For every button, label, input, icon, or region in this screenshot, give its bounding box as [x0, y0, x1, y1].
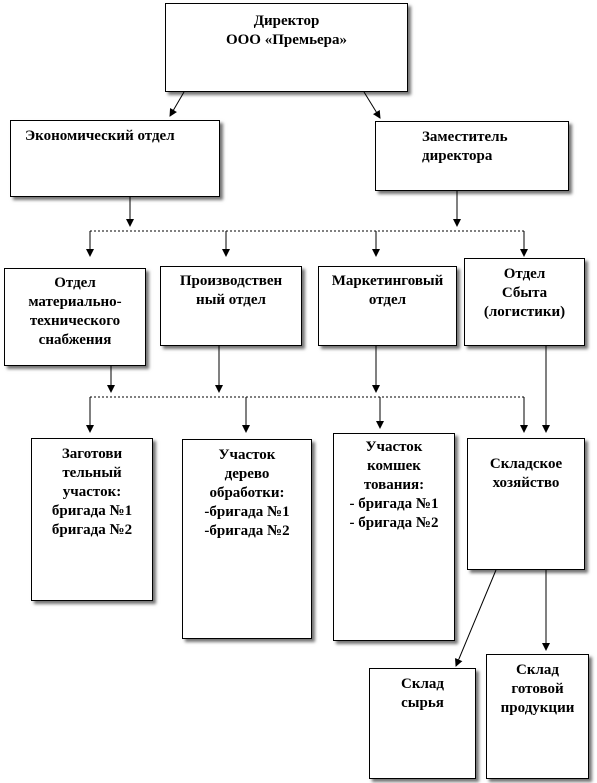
marketing-dept-box: Маркетинговый отдел	[318, 266, 457, 346]
procurement-site-line2: тельный	[62, 465, 122, 481]
finished-storage-box: Склад готовой продукции	[486, 654, 589, 779]
deputy-director-box: Заместитель директора	[375, 121, 569, 191]
sales-dept-box: Отдел Сбыта (логистики)	[464, 258, 585, 346]
raw-storage-box: Склад сырья	[369, 668, 476, 779]
procurement-site-line3: участок:	[62, 484, 122, 500]
bagging-site-brigade1: - бригада №1	[349, 496, 439, 512]
supply-dept-box: Отдел материально- технического снабжени…	[4, 268, 146, 366]
supply-dept-line1: Отдел	[54, 275, 96, 291]
woodworking-site-line2: дерево	[224, 466, 270, 482]
bagging-site-line1: Участок	[365, 439, 423, 455]
sales-dept-line3: (логистики)	[483, 304, 566, 320]
bagging-site-line2: комшек	[367, 458, 421, 474]
procurement-site-line1: Заготови	[61, 446, 123, 462]
supply-dept-line4: снабжения	[38, 332, 112, 348]
bagging-site-line3: тования:	[363, 477, 425, 493]
procurement-site-brigade1: бригада №1	[51, 503, 133, 519]
economic-dept-label: Экономический отдел	[25, 128, 175, 144]
arrow-warehouse-raw	[455, 569, 497, 667]
production-dept-box: Производствен ный отдел	[160, 266, 302, 346]
arrow-director-deputy	[363, 91, 381, 119]
marketing-dept-line1: Маркетинговый	[331, 273, 444, 289]
procurement-site-box: Заготови тельный участок: бригада №1 бри…	[31, 438, 153, 601]
marketing-dept-line2: отдел	[368, 292, 407, 308]
woodworking-site-box: Участок дерево обработки: -бригада №1 -б…	[182, 439, 312, 639]
director-company: ООО «Премьера»	[225, 32, 348, 48]
production-dept-line1: Производствен	[179, 273, 283, 289]
warehouse-box: Складское хозяйство	[467, 438, 585, 570]
arrow-director-economic	[169, 91, 185, 117]
warehouse-line1: Складское	[489, 456, 563, 472]
woodworking-site-line3: обработки:	[209, 485, 285, 501]
bagging-site-brigade2: - бригада №2	[349, 515, 439, 531]
deputy-director-line2: директора	[422, 148, 493, 164]
economic-dept-box: Экономический отдел	[10, 120, 220, 197]
sales-dept-line2: Сбыта	[501, 285, 548, 301]
supply-dept-line3: технического	[29, 313, 121, 329]
woodworking-site-brigade2: -бригада №2	[204, 523, 290, 539]
woodworking-site-brigade1: -бригада №1	[204, 504, 290, 520]
production-dept-line2: ный отдел	[196, 292, 266, 308]
finished-storage-line2: готовой	[511, 681, 564, 697]
director-title: Директор	[253, 13, 320, 29]
woodworking-site-line1: Участок	[218, 447, 276, 463]
raw-storage-line1: Склад	[401, 676, 444, 692]
finished-storage-line1: Склад	[516, 662, 559, 678]
director-box: Директор ООО «Премьера»	[165, 3, 408, 92]
finished-storage-line3: продукции	[500, 700, 575, 716]
warehouse-line2: хозяйство	[492, 475, 560, 491]
procurement-site-brigade2: бригада №2	[51, 522, 133, 538]
bagging-site-box: Участок комшек тования: - бригада №1 - б…	[333, 433, 455, 641]
sales-dept-line1: Отдел	[503, 266, 546, 282]
raw-storage-line2: сырья	[401, 695, 444, 711]
deputy-director-line1: Заместитель	[422, 129, 508, 145]
supply-dept-line2: материально-	[28, 294, 122, 310]
